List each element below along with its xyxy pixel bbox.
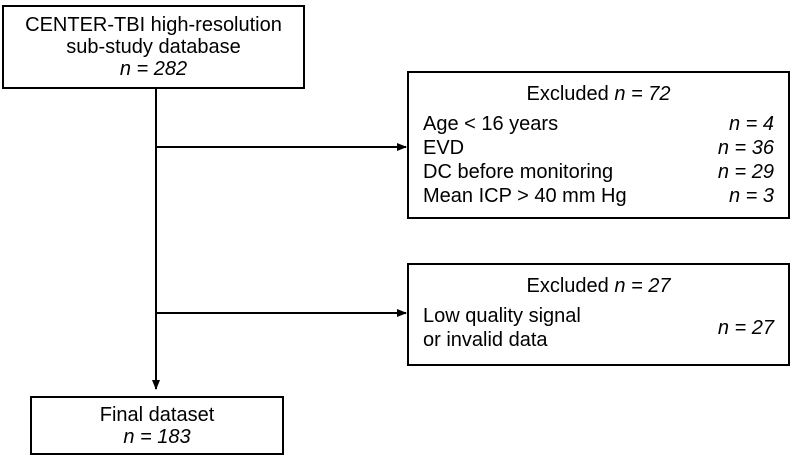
exclusion-2-reason-line1: Low quality signal — [423, 305, 581, 327]
exclusion-2-title: Excluded n = 27 — [409, 275, 788, 297]
exclusion-2-row: Low quality signal or invalid data n = 2… — [423, 304, 774, 352]
final-dataset-box: Final dataset n = 183 — [30, 396, 284, 455]
source-database-title: CENTER-TBI high-resolution — [25, 14, 282, 36]
exclusion-1-row: EVD n = 36 — [423, 136, 774, 160]
exclusion-2-title-label: Excluded — [526, 275, 615, 297]
exclusion-1-title-label: Excluded — [526, 83, 615, 105]
exclusion-1-title: Excluded n = 72 — [409, 83, 788, 105]
exclusion-count: n = 3 — [728, 185, 774, 207]
exclusion-count: n = 29 — [717, 161, 774, 183]
source-database-box: CENTER-TBI high-resolution sub-study dat… — [2, 5, 305, 89]
exclusion-1-title-count: n = 72 — [614, 83, 671, 105]
exclusion-count: n = 4 — [728, 113, 774, 135]
final-dataset-count: n = 183 — [123, 426, 191, 448]
source-database-subtitle: sub-study database — [66, 36, 241, 58]
exclusion-2-count: n = 27 — [717, 317, 774, 339]
exclusion-reason: Age < 16 years — [423, 113, 559, 135]
exclusion-1-row: Mean ICP > 40 mm Hg n = 3 — [423, 184, 774, 208]
exclusion-2-title-count: n = 27 — [614, 275, 671, 297]
exclusion-reason: Mean ICP > 40 mm Hg — [423, 185, 627, 207]
exclusion-reason: DC before monitoring — [423, 161, 614, 183]
exclusion-2-reason: Low quality signal or invalid data — [423, 304, 581, 352]
exclusion-1-row: DC before monitoring n = 29 — [423, 160, 774, 184]
exclusion-2-reason-line2: or invalid data — [423, 329, 548, 351]
source-database-count: n = 282 — [119, 58, 188, 80]
exclusion-count: n = 36 — [717, 137, 774, 159]
exclusion-1-row: Age < 16 years n = 4 — [423, 112, 774, 136]
final-dataset-title: Final dataset — [99, 404, 215, 426]
exclusion-reason: EVD — [423, 137, 465, 159]
exclusion-box-2: Excluded n = 27 Low quality signal or in… — [407, 263, 790, 366]
exclusion-box-1: Excluded n = 72 Age < 16 years n = 4 EVD… — [407, 71, 790, 219]
